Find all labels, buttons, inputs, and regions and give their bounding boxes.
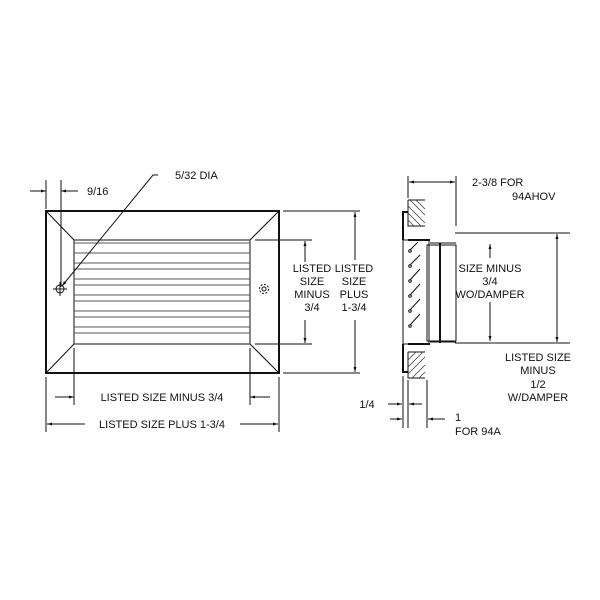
outer-height-label-4: 1-3/4 xyxy=(341,302,366,314)
damper-label-1: LISTED SIZE xyxy=(505,352,571,364)
inner-opening xyxy=(73,239,251,345)
outer-height-label-1: LISTED xyxy=(335,263,374,275)
screw-hole-left-icon xyxy=(53,282,67,296)
outer-height-label-2: SIZE xyxy=(342,276,366,288)
depth-label-1: 2-3/8 FOR xyxy=(472,177,523,189)
flange-label: 1/4 xyxy=(359,399,374,411)
inner-height-label-2: SIZE xyxy=(300,276,324,288)
hole-dia-label: 5/32 DIA xyxy=(175,170,218,182)
inner-width-label: LISTED SIZE MINUS 3/4 xyxy=(101,392,224,404)
sleeve-label-1: SIZE MINUS xyxy=(459,263,522,275)
sleeve xyxy=(426,244,457,342)
side-view: 2-3/8 FOR 94AHOV SIZE MINUS 3/4 WO/DAMPE… xyxy=(359,176,571,438)
model-label-1: 1 xyxy=(455,412,461,424)
depth-label-2: 94AHOV xyxy=(512,191,556,203)
damper-blades xyxy=(408,241,421,328)
outer-frame xyxy=(45,210,280,374)
damper-label-4: W/DAMPER xyxy=(508,392,569,404)
damper-label-2: MINUS xyxy=(520,365,555,377)
inner-height-label-1: LISTED xyxy=(293,263,332,275)
damper-label-3: 1/2 xyxy=(530,379,545,391)
model-label-2: FOR 94A xyxy=(455,426,502,438)
sleeve-label-2: 3/4 xyxy=(482,276,497,288)
outer-height-label-3: PLUS xyxy=(340,289,369,301)
inner-height-label-3: MINUS xyxy=(294,289,329,301)
edge-offset-label: 9/16 xyxy=(87,186,108,198)
wall-section-bottom xyxy=(407,351,426,379)
wall-section-top xyxy=(407,199,426,227)
sleeve-label-3: WO/DAMPER xyxy=(455,289,524,301)
front-view: 9/16 5/32 DIA LISTED SIZE MINUS 3/4 LIST… xyxy=(30,170,373,432)
outer-width-label: LISTED SIZE PLUS 1-3/4 xyxy=(99,419,225,431)
screw-hole-right-icon xyxy=(259,284,269,294)
louvers xyxy=(74,242,250,334)
inner-height-label-4: 3/4 xyxy=(304,302,319,314)
